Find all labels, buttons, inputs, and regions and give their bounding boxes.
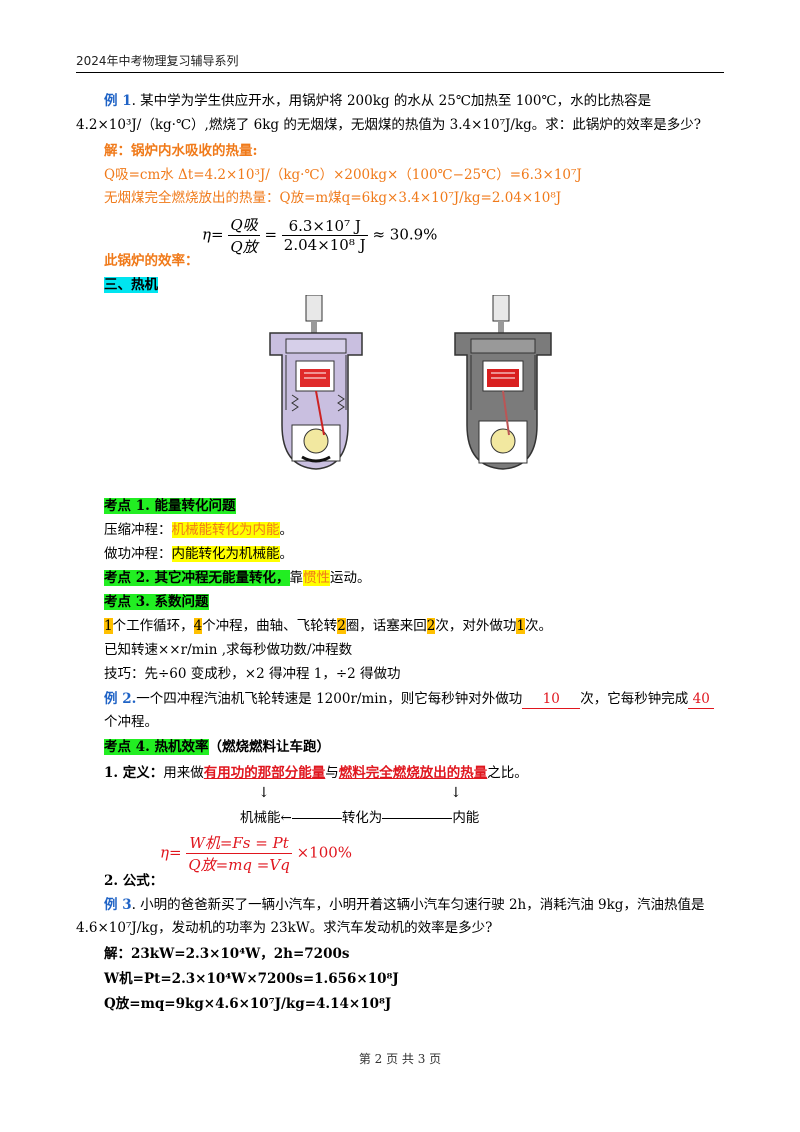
k4-eta: η=: [160, 843, 182, 862]
k4-def-u2: 燃料完全燃烧放出的热量: [338, 765, 488, 781]
k4-definition: 1. 定义：用来做有用功的那部分能量与燃料完全燃烧放出的热量之比。: [104, 764, 528, 782]
k3-n1: 1: [104, 618, 113, 634]
equals-sign: =: [264, 225, 278, 244]
ex1-line2: 4.2×10³J/（kg·℃）,燃烧了 6kg 的无烟煤，无烟煤的热值为 3.4…: [76, 117, 702, 133]
ex2-text1: 一个四冲程汽油机飞轮转速是 1200r/min，则它每秒钟对外做功: [136, 691, 523, 707]
k3-line1: 1个工作循环，4个冲程，曲轴、飞轮转2圈，话塞来回2次，对外做功1次。: [104, 617, 552, 635]
section-heat-engine: 三、热机: [104, 276, 158, 294]
k3-t3: 圈，话塞来回: [345, 618, 427, 634]
k4-formula-tail: ×100%: [296, 843, 353, 862]
k3-n2b: 2: [426, 618, 436, 634]
eff-denominator: Q放: [228, 235, 260, 257]
ex1-text1: . 某中学为学生供应开水，用锅炉将 200kg 的水从 25℃加热至 100℃，…: [131, 93, 652, 109]
engine-power-stroke-image: [454, 295, 552, 470]
k4-diag-right: 内能: [452, 810, 480, 826]
k1-power-label: 做功冲程：: [104, 546, 172, 562]
k4-def-t3: 之比。: [487, 765, 528, 781]
ex1-label: 例 1: [104, 93, 132, 109]
k2-rest2: 运动。: [330, 570, 371, 586]
k4-diag-line-left: [291, 818, 342, 819]
k3-t2: 个冲程，曲轴、飞轮转: [202, 618, 338, 634]
k2-rest1: 靠: [289, 570, 304, 586]
k4-def-t2: 与: [325, 765, 339, 781]
ex3-line1: 例 3. 小明的爸爸新买了一辆小汽车，小明开着这辆小汽车匀速行驶 2h，消耗汽油…: [104, 896, 704, 914]
eff-numerator: Q吸: [230, 216, 258, 234]
k3-line2: 已知转速××r/min ,求每秒做功数/冲程数: [104, 642, 353, 658]
eff-numerator-value: 6.3×10⁷ J: [288, 217, 361, 235]
k3-t1: 个工作循环，: [112, 618, 194, 634]
k2-row: 考点 2. 其它冲程无能量转化，靠惯性运动。: [104, 569, 371, 587]
k3-t4: 次，对外做功: [435, 618, 517, 634]
k4-diag-mid: 转化为: [341, 810, 383, 826]
k4-diag-left: 机械能←: [240, 810, 292, 826]
page-header: 2024年中考物理复习辅导系列: [76, 54, 239, 68]
k3-title-row: 考点 3. 系数问题: [104, 593, 209, 611]
arrow-down-right-icon: ↓: [450, 785, 462, 801]
ex2-text2: 次，它每秒钟完成: [580, 691, 689, 707]
eff-denominator-value: 2.04×10⁸ J: [281, 235, 368, 254]
ex1-q-absorb: Q吸=cm水 Δt=4.2×10³J/（kg·℃）×200kg×（100℃−25…: [104, 167, 582, 183]
k4-def-u1: 有用功的那部分能量: [203, 765, 326, 781]
ex2-answer2: 40: [688, 690, 715, 709]
k3-n2a: 2: [337, 618, 346, 634]
k4-formula-den: Q放=mq =Vq: [186, 853, 292, 875]
k4-def-t1: 用来做: [163, 765, 204, 781]
eta-symbol: η=: [202, 225, 224, 244]
k4-formula-label: 2. 公式：: [104, 873, 164, 889]
page-footer: 第 2 页 共 3 页: [358, 1052, 442, 1066]
k1-compress: 压缩冲程：机械能转化为内能。: [104, 521, 293, 539]
ex1-solution-label: 解：锅炉内水吸收的热量:: [104, 143, 258, 159]
k1-power-end: 。: [279, 546, 294, 562]
ex2-line2: 个冲程。: [104, 714, 158, 730]
k1-compress-value: 机械能转化为内能: [171, 522, 280, 538]
k2-title: 考点 2. 其它冲程无能量转化，: [104, 570, 290, 586]
k4-diagram-row: 机械能← 转化为 内能: [240, 809, 479, 827]
k4-title-row: 考点 4. 热机效率（燃烧燃料让车跑）: [104, 738, 330, 756]
k1-compress-label: 压缩冲程：: [104, 522, 172, 538]
k1-title: 考点 1. 能量转化问题: [104, 498, 236, 514]
engine-compression-stroke-image: [269, 295, 363, 470]
k3-n4: 4: [193, 618, 203, 634]
k3-t5: 次。: [524, 618, 552, 634]
k4-subtitle: （燃烧燃料让车跑）: [208, 739, 331, 755]
ex1-line1: 例 1. 某中学为学生供应开水，用锅炉将 200kg 的水从 25℃加热至 10…: [104, 92, 651, 110]
section-title: 三、热机: [104, 277, 158, 293]
k1-compress-end: 。: [279, 522, 294, 538]
ex3-solution2: W机=Pt=2.3×10⁴W×7200s=1.656×10⁸J: [104, 971, 399, 987]
ex1-q-release: 无烟煤完全燃烧放出的热量：Q放=m煤q=6kg×3.4×10⁷J/kg=2.04…: [104, 190, 562, 206]
ex3-solution1: 解：23kW=2.3×10⁴W，2h=7200s: [104, 946, 350, 962]
k4-formula-num: W机=Fs = Pt: [189, 834, 289, 852]
eff-result: ≈ 30.9%: [372, 225, 438, 244]
ex3-text1: . 小明的爸爸新买了一辆小汽车，小明开着这辆小汽车匀速行驶 2h，消耗汽油 9k…: [131, 897, 705, 913]
k3-title: 考点 3. 系数问题: [104, 594, 209, 610]
ex2-answer1: 10: [522, 690, 581, 709]
k2-inertia: 惯性: [303, 570, 330, 586]
k1-title-row: 考点 1. 能量转化问题: [104, 497, 236, 515]
k1-power: 做功冲程：内能转化为机械能。: [104, 545, 293, 563]
k3-n1b: 1: [516, 618, 525, 634]
arrow-down-left-icon: ↓: [258, 785, 270, 801]
k4-def-label: 1. 定义：: [104, 765, 164, 781]
ex3-label: 例 3: [104, 897, 132, 913]
header-divider: [76, 72, 724, 73]
k1-power-value: 内能转化为机械能: [171, 546, 280, 562]
ex3-line2: 4.6×10⁷J/kg，发动机的功率为 23kW。求汽车发动机的效率是多少?: [76, 920, 493, 936]
k4-title: 考点 4. 热机效率: [104, 739, 209, 755]
k4-diag-line-right: [382, 818, 453, 819]
k3-line3: 技巧：先÷60 变成秒，×2 得冲程 1，÷2 得做功: [104, 666, 401, 682]
ex1-eff-label: 此锅炉的效率：: [104, 253, 199, 269]
ex3-solution3: Q放=mq=9kg×4.6×10⁷J/kg=4.14×10⁸J: [104, 996, 392, 1012]
ex2-label: 例 2.: [104, 691, 137, 707]
